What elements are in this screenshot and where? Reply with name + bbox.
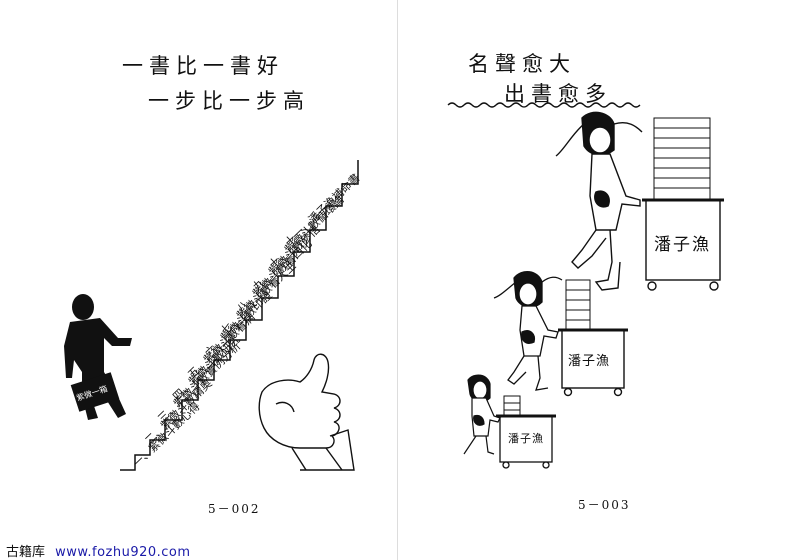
right-page: 名聲愈大 出書愈多 [396,0,793,560]
cart-label-large: 潘子漁 [654,235,711,255]
left-title-line2: 一步比一步高 [148,89,310,113]
right-page-number: 5－003 [578,498,631,512]
girl-medium [493,271,563,391]
wavy-underline [447,102,641,108]
left-title-line1: 一書比一書好 [122,54,284,78]
businessman-silhouette [64,294,132,420]
left-page-number: 5－002 [208,502,261,516]
medium-cart [558,279,628,397]
cart-label-small: 潘子漁 [508,432,544,445]
girls-with-carts-illustration [447,102,724,469]
staircase-line [120,160,359,471]
right-title-line2: 出書愈多 [504,82,612,106]
site-watermark: 古籍库 www.fozhu920.com [6,541,191,560]
thumbs-up-hand [258,353,355,471]
girl-small [463,374,501,455]
cart-label-medium: 潘子漁 [568,354,611,369]
left-page: 一書比一書好 一步比一步高 紫微一箱 一、紫微斗數心得 二、紫微斗數精奥 三、紫… [0,0,396,560]
site-url: www.fozhu920.com [55,545,191,560]
right-title-line1: 名聲愈大 [468,52,576,76]
page-gutter [397,0,398,560]
staircase-illustration [64,160,359,471]
site-name: 古籍库 [6,545,46,560]
girl-large [555,111,643,291]
large-cart [642,117,724,291]
small-cart [496,395,556,469]
